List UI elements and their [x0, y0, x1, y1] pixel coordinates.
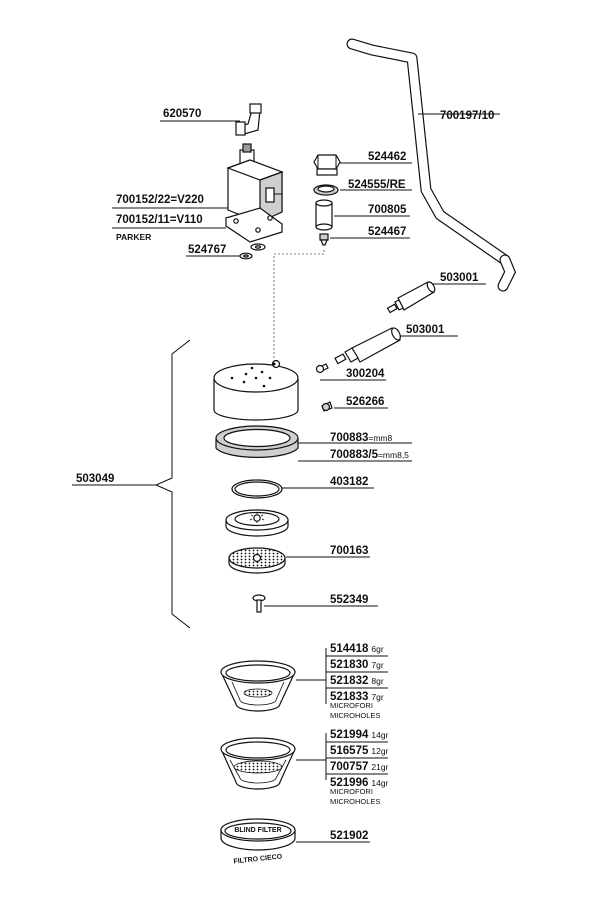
hex-nut-part [313, 154, 341, 176]
diffuser-block-part [213, 359, 299, 421]
part-label-503001-lower: 503001 [406, 324, 445, 336]
part-label-700152-110: 700152/11=V110 [116, 214, 203, 226]
part-label-526266: 526266 [346, 396, 384, 408]
part-label-700197: 700197/10 [440, 110, 494, 122]
sleeve-part [315, 199, 333, 231]
pin-cylinder-part-upper [386, 281, 436, 314]
elbow-fitting-part [235, 103, 262, 136]
blind-filter-bottom-text: FILTRO CIECO [233, 853, 283, 865]
solenoid-valve-part [224, 143, 284, 243]
double-filter-note-en: MICROHOLES [330, 797, 380, 806]
bent-tube-part [346, 38, 517, 292]
double-filter-note-it: MICROFORI [330, 787, 373, 796]
part-label-300204: 300204 [346, 368, 385, 380]
part-label-parker: PARKER [116, 232, 151, 242]
part-label-700152-220: 700152/22=V220 [116, 194, 204, 206]
part-label-521902: 521902 [330, 830, 368, 842]
part-label-700805: 700805 [368, 204, 407, 216]
part-label-503001-upper: 503001 [440, 272, 479, 284]
gasket-part [313, 184, 339, 196]
washer-part [239, 243, 266, 260]
part-label-620570: 620570 [163, 108, 201, 120]
shower-screen-part [228, 547, 286, 574]
part-label-524767: 524767 [188, 244, 226, 256]
jet-part [319, 233, 329, 246]
double-filter-basket-part [220, 737, 296, 790]
group-bracket [154, 339, 191, 629]
part-label-700883: 700883=mm8 [330, 432, 393, 444]
group-gasket-part [215, 425, 299, 458]
blind-filter-top-text: BLIND FILTER [234, 827, 281, 834]
part-label-403182: 403182 [330, 476, 368, 488]
part-label-524555: 524555/RE [348, 179, 406, 191]
pin-cylinder-part-lower [334, 327, 401, 365]
screw-part-526266 [321, 401, 333, 412]
screw-part-552349 [252, 594, 266, 613]
single-filter-basket-part [220, 660, 296, 712]
part-label-700883-5: 700883/5=mm8,5 [330, 449, 409, 461]
part-label-552349: 552349 [330, 594, 368, 606]
o-ring-part [231, 479, 283, 499]
single-filter-note-it: MICROFORI [330, 701, 373, 710]
single-filter-note-en: MICROHOLES [330, 711, 380, 720]
blind-filter-part: BLIND FILTER FILTRO CIECO [220, 818, 296, 866]
part-label-524462: 524462 [368, 151, 406, 163]
part-label-503049: 503049 [76, 473, 114, 485]
screw-part-300204 [315, 363, 329, 374]
part-label-524467: 524467 [368, 226, 406, 238]
assembly-axis-line [273, 250, 325, 360]
part-label-700163: 700163 [330, 545, 368, 557]
diffuser-plate-part [225, 509, 289, 537]
